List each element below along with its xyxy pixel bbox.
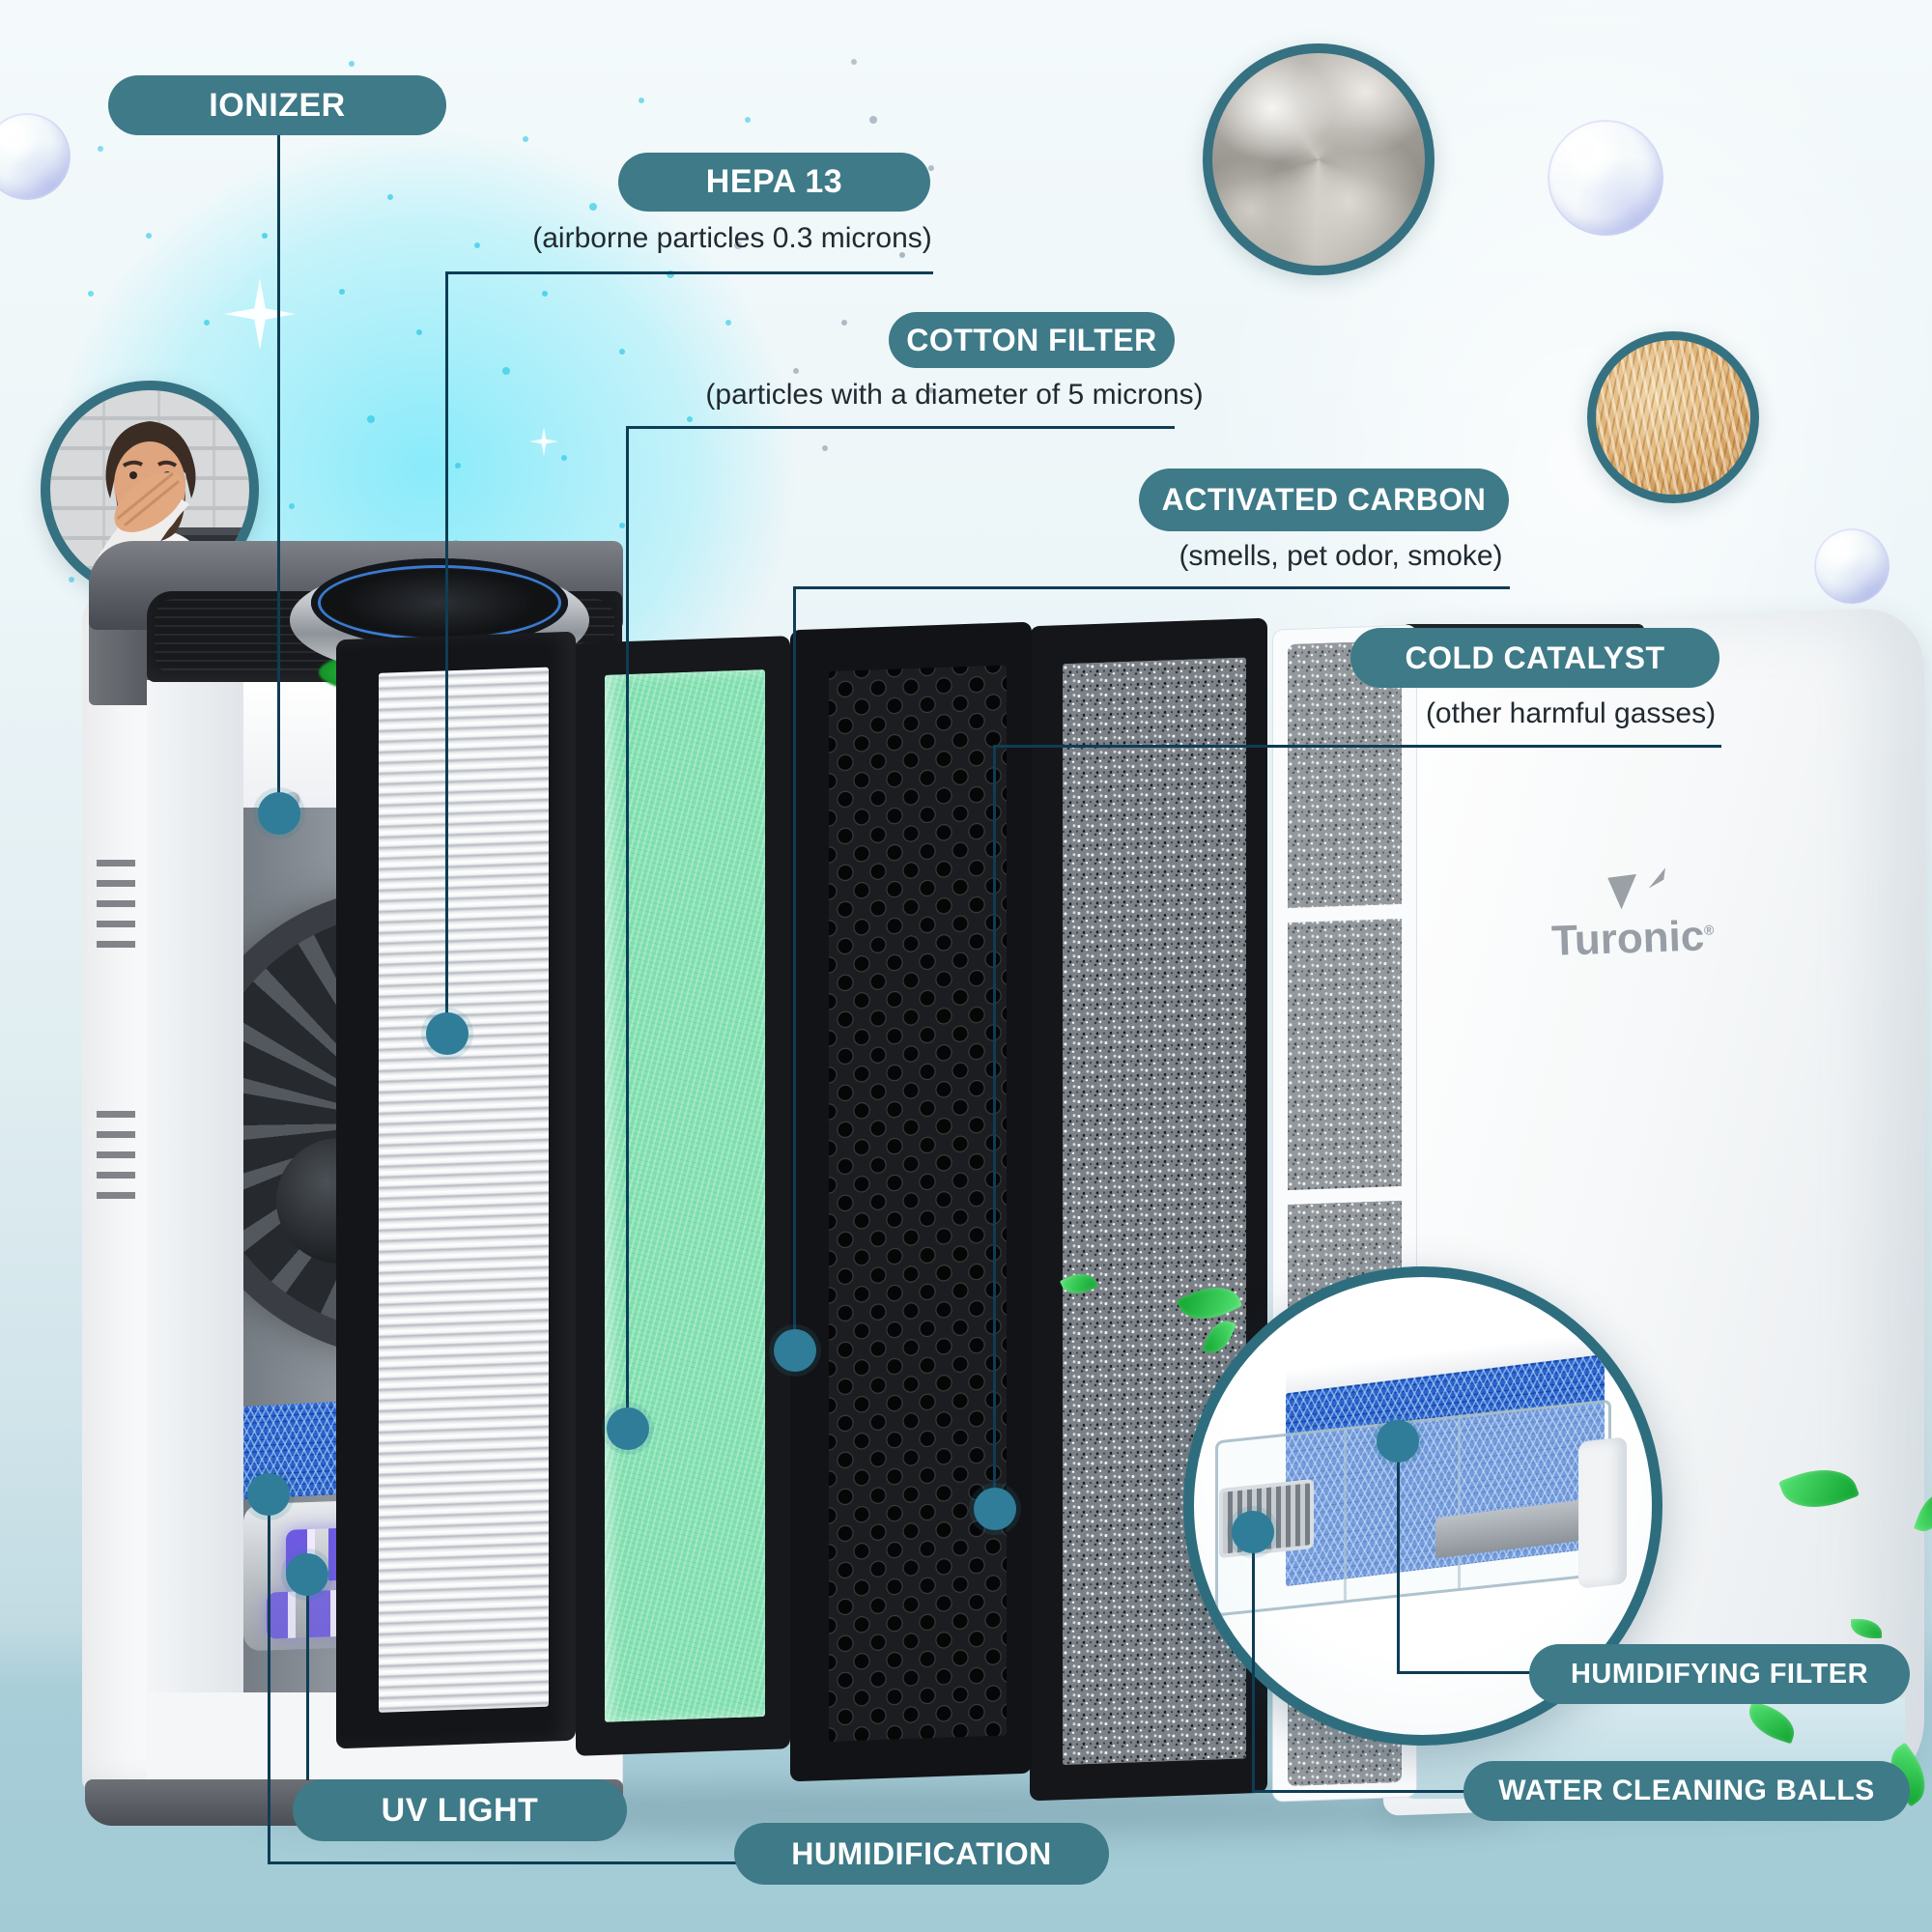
cotton-filter [576,636,790,1756]
dot-carbon [774,1329,816,1372]
sublabel-catalyst: (other harmful gasses) [1425,697,1717,729]
label-water-balls: WATER CLEANING BALLS [1463,1761,1910,1821]
connector-ionizer [277,135,280,813]
connector-cotton [626,426,629,1429]
dot-ionizer [258,792,300,835]
front-frame-left [147,680,243,1789]
connector-water-balls-v [1252,1533,1255,1793]
smoke-dust-image [1203,43,1435,275]
connector-water-balls-h [1252,1790,1466,1793]
connector-cotton-underline [626,426,1175,429]
label-ionizer: IONIZER [108,75,446,135]
connector-humid-filter-v [1397,1442,1400,1674]
hepa-pleats-media [379,667,549,1713]
dot-humidification [247,1473,290,1516]
connector-hepa [445,271,448,1034]
pet-fur-image [1587,331,1759,503]
connector-catalyst-underline [993,745,1721,748]
sublabel-hepa: (airborne particles 0.3 microns) [532,222,932,254]
water-bubble [1814,528,1889,604]
brand-logo: Turonic® [1544,871,1721,983]
water-bubble [1548,120,1663,236]
dot-humid-filter [1377,1420,1419,1463]
sparkle-icon [529,427,558,456]
brand-logo-text: Turonic® [1550,912,1715,965]
sublabel-carbon: (smells, pet odor, smoke) [1179,540,1503,572]
carbon-honeycomb-media [829,665,1007,1742]
connector-catalyst [993,745,996,1510]
label-hepa: HEPA 13 [618,153,930,212]
hepa-filter [336,631,576,1749]
label-humidification: HUMIDIFICATION [734,1823,1109,1885]
side-vents [97,1111,135,1200]
humidifier-tray-zoom-circle [1183,1266,1662,1746]
leaf-icon [1851,1619,1882,1638]
connector-humidification-h [268,1861,736,1864]
sublabel-cotton: (particles with a diameter of 5 microns) [705,379,1204,411]
tray-divider [1458,1417,1461,1589]
connector-carbon-underline [793,586,1510,589]
dot-water-balls [1232,1511,1274,1553]
connector-carbon [793,586,796,1350]
air-particles [0,0,4,4]
connector-humid-filter-h [1397,1671,1532,1674]
dot-uv [286,1553,328,1596]
connector-humidification-v [268,1495,270,1864]
label-carbon: ACTIVATED CARBON [1139,469,1509,531]
brand-logo-icon [1607,873,1651,910]
label-catalyst: COLD CATALYST [1350,628,1719,688]
dot-hepa [426,1012,469,1055]
sparkle-icon [224,278,296,350]
side-vents [97,860,135,949]
connector-uv [306,1576,309,1780]
dot-cotton [607,1407,649,1450]
label-cotton: COTTON FILTER [889,312,1175,368]
water-bubble [0,113,71,200]
tray-endcap [1578,1436,1627,1589]
label-uv: UV LIGHT [293,1779,627,1841]
tray-divider [1344,1430,1347,1601]
dot-catalyst [974,1488,1016,1530]
connector-hepa-underline [445,271,933,274]
label-humid-filter: HUMIDIFYING FILTER [1529,1644,1910,1704]
